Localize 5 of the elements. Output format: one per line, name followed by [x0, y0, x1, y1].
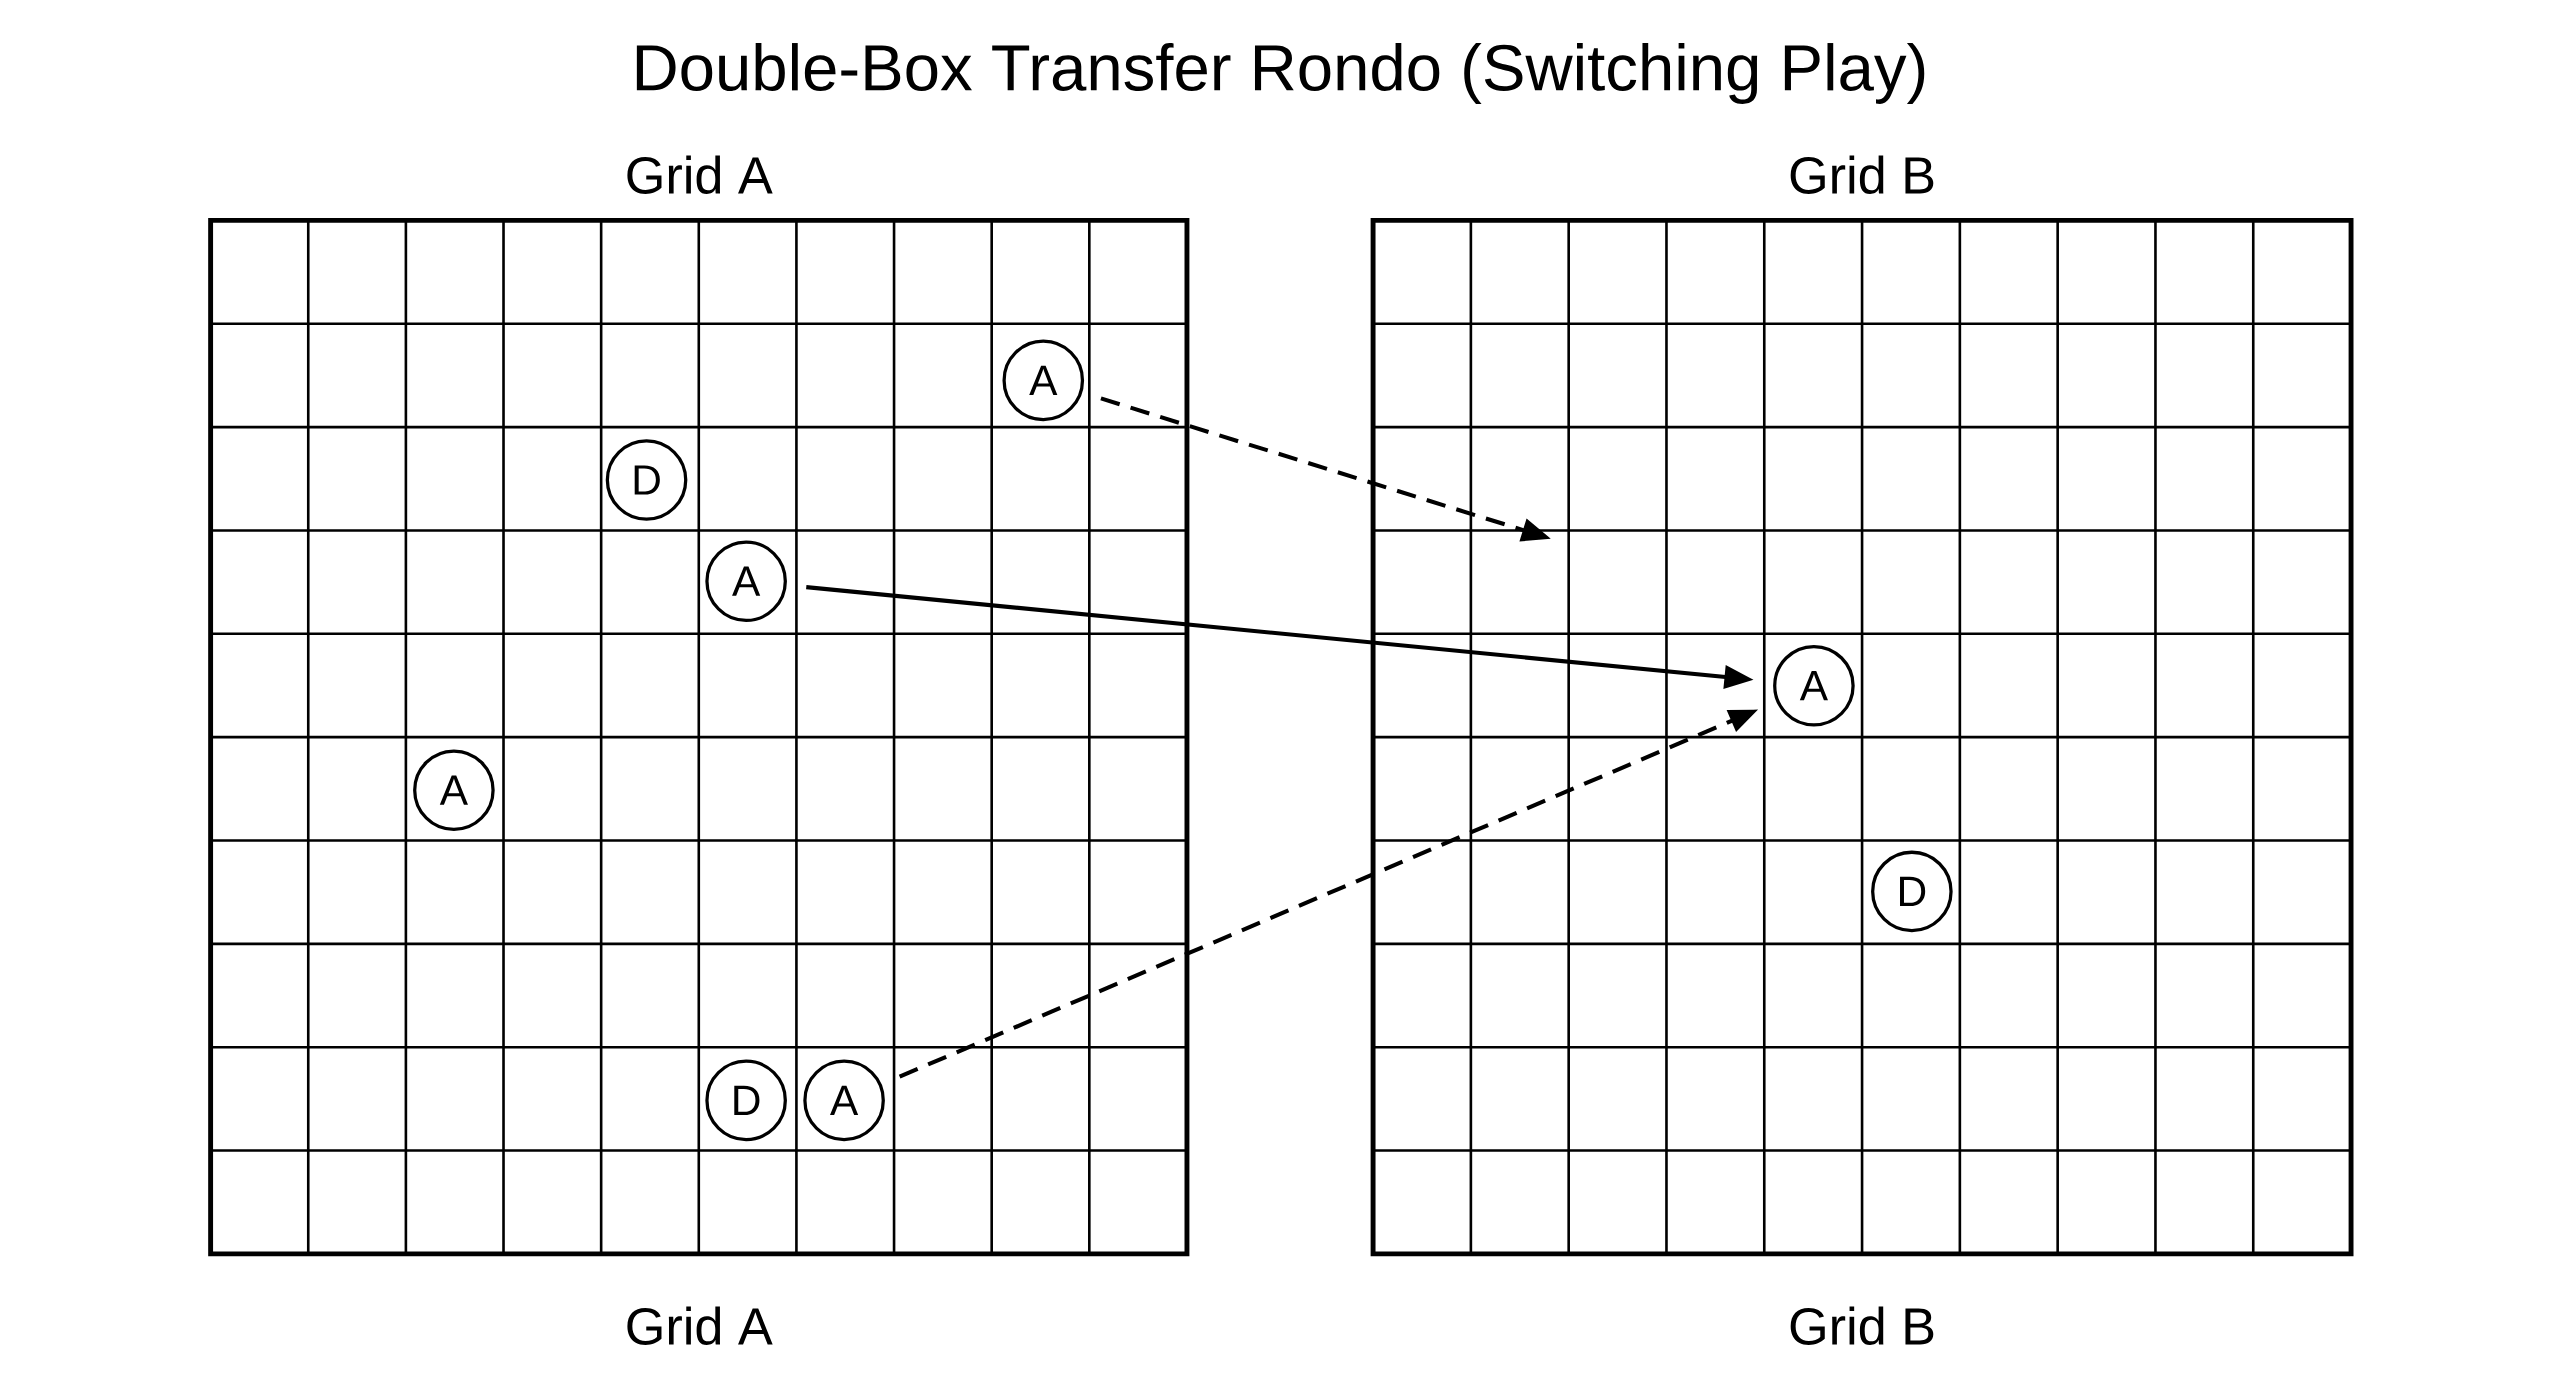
- grid-label: Grid A: [627, 155, 773, 194]
- grid-label: Grid B: [1790, 155, 1934, 194]
- grid-label: Grid A: [627, 1306, 773, 1345]
- title: Double-Box Transfer Rondo (Switching Play): [636, 43, 1925, 104]
- grid-label: Grid B: [1790, 1306, 1934, 1345]
